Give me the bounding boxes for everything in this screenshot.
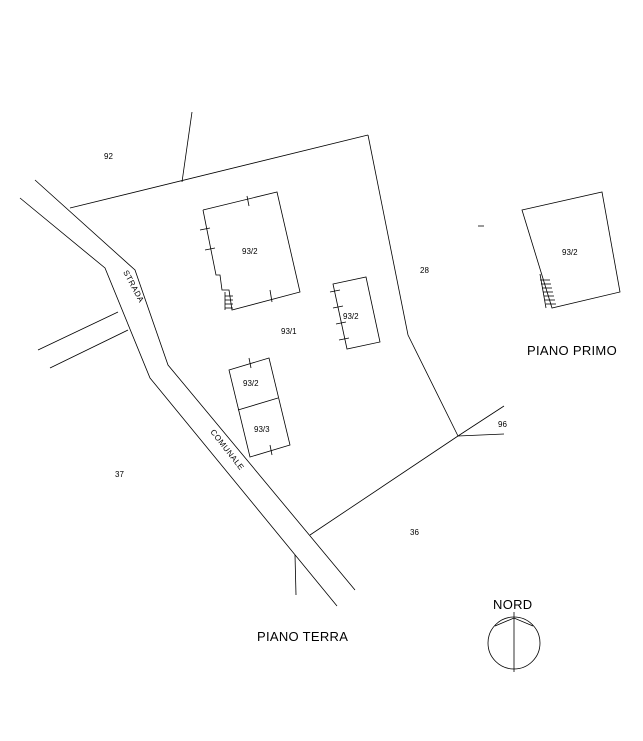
parcel-label-36: 36: [410, 528, 419, 537]
building-lower: [228, 357, 291, 458]
building-right-small-outline: [332, 276, 381, 350]
boundary-96b: [457, 433, 505, 437]
boundary-south-tick: [294, 554, 297, 596]
boundary-96: [457, 405, 505, 437]
side-road-edge-south: [49, 329, 129, 369]
tick: [332, 305, 344, 309]
parcel-label-37: 37: [115, 470, 124, 479]
floor-label-ground: PIANO TERRA: [257, 629, 348, 644]
boundary-92: [181, 111, 193, 183]
tick: [338, 337, 350, 341]
tick: [269, 444, 273, 456]
tick: [204, 247, 216, 251]
road-label-strada: STRADA: [121, 269, 146, 305]
building-label-lower-top: 93/2: [243, 379, 259, 388]
building-label-first-floor: 93/2: [562, 248, 578, 257]
tick: [269, 289, 273, 303]
road-edge-west: [19, 197, 338, 607]
side-road-edge-north: [37, 311, 119, 351]
boundary-north: [69, 134, 369, 209]
building-lower-divider: [237, 397, 279, 411]
road-strip: [19, 179, 356, 607]
building-lower-outline: [228, 357, 291, 458]
stairs: [224, 292, 233, 310]
side-road: [37, 311, 129, 369]
tick: [248, 357, 252, 369]
compass-label: NORD: [493, 597, 532, 612]
road-edge-east: [34, 179, 356, 591]
boundary-east: [367, 134, 459, 437]
compass-arrow: [494, 617, 534, 627]
building-main-outline: [202, 191, 301, 311]
building-first-floor-outline: [521, 191, 621, 309]
building-label-right-small: 93/2: [343, 312, 359, 321]
road-label-comunale: COMUNALE: [208, 428, 245, 472]
parcel-boundaries: [69, 111, 505, 596]
building-label-main: 93/2: [242, 247, 258, 256]
floor-label-first: PIANO PRIMO: [527, 343, 617, 358]
north-compass: [487, 612, 541, 672]
tick: [199, 227, 211, 231]
tick: [335, 321, 347, 325]
parcel-label-92: 92: [104, 152, 113, 161]
building-right-small: [329, 276, 381, 350]
tick: [246, 195, 250, 207]
parcel-label-28: 28: [420, 266, 429, 275]
stairs: [539, 273, 556, 309]
building-first-floor: [478, 191, 621, 309]
boundary-south: [309, 435, 459, 536]
building-label-lower-bottom: 93/3: [254, 425, 270, 434]
tick: [329, 289, 341, 293]
building-main: [199, 191, 301, 311]
parcel-label-93-1: 93/1: [281, 327, 297, 336]
parcel-label-96: 96: [498, 420, 507, 429]
